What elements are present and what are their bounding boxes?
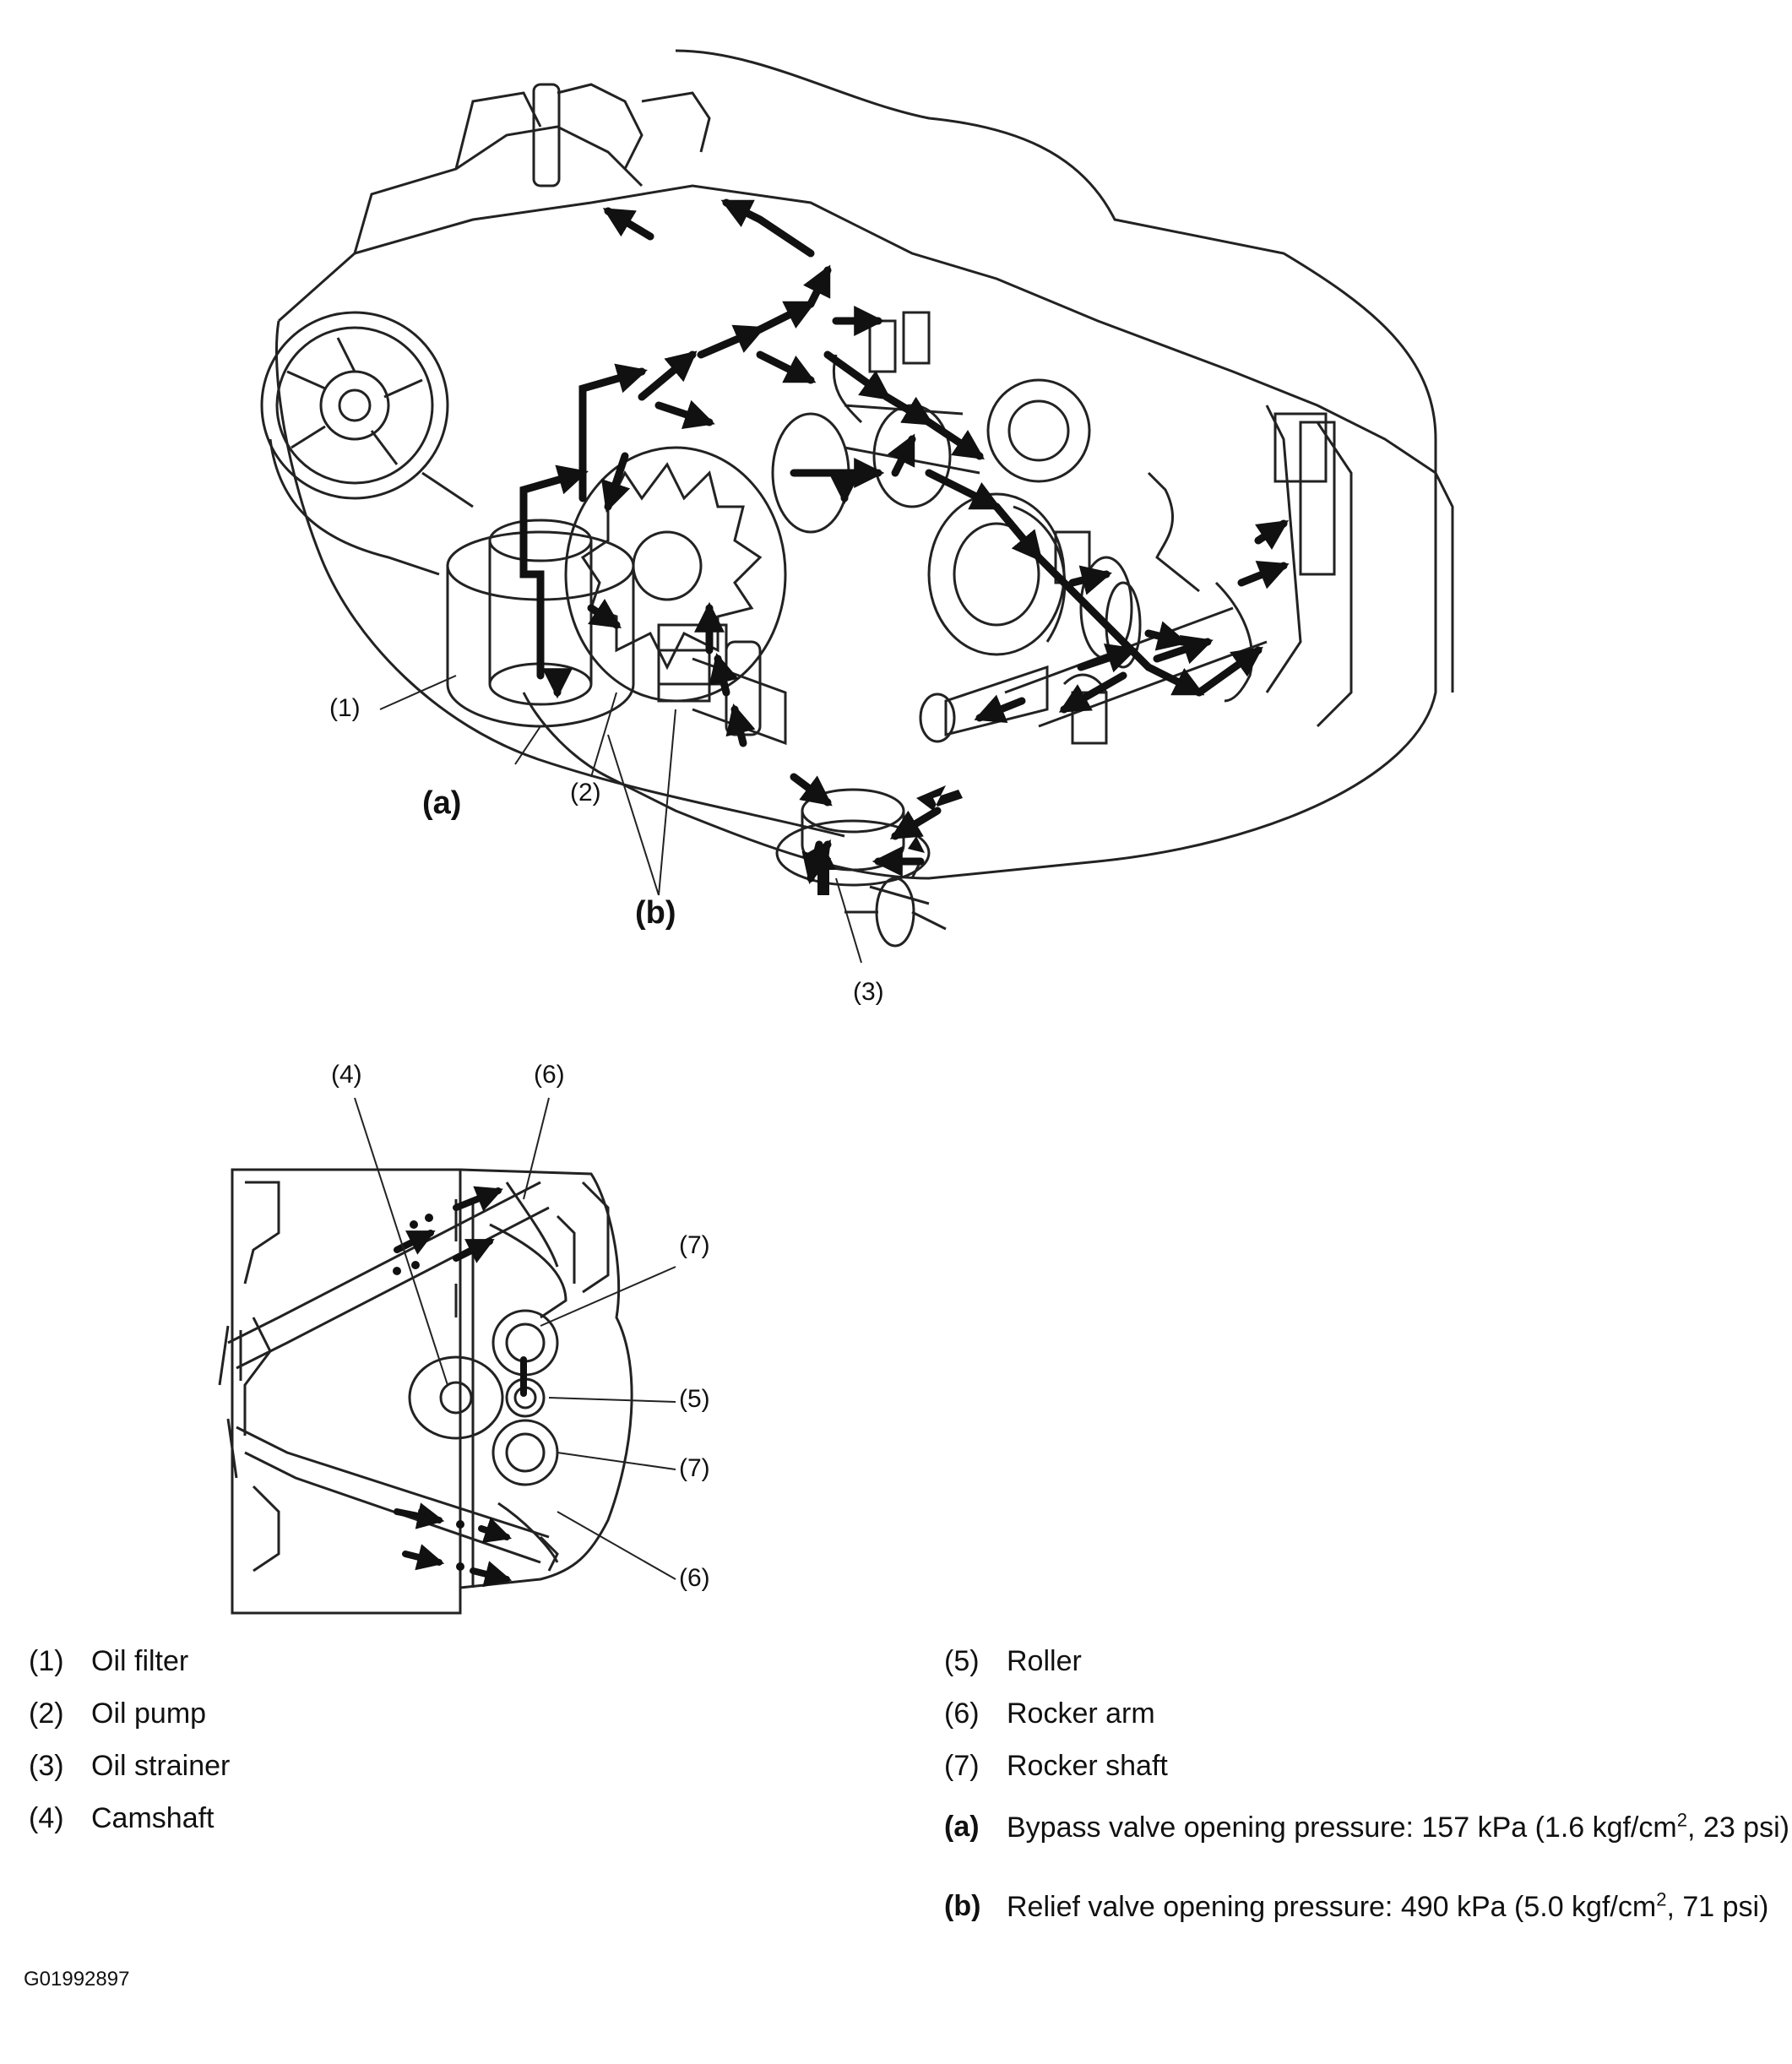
note-text-part2: , 71 psi) bbox=[1666, 1891, 1769, 1923]
legend-item-oil-pump: (2) Oil pump bbox=[29, 1697, 206, 1730]
legend-key: (3) bbox=[29, 1750, 64, 1782]
callout-7-top: (7) bbox=[679, 1231, 710, 1259]
legend-key: (6) bbox=[944, 1697, 980, 1730]
legend-item-oil-strainer: (3) Oil strainer bbox=[29, 1750, 230, 1783]
legend-item-rocker-shaft: (7) Rocker shaft bbox=[944, 1750, 1168, 1783]
callout-6-bottom: (6) bbox=[679, 1564, 710, 1592]
legend-key: (4) bbox=[29, 1802, 64, 1834]
note-text: Bypass valve opening pressure: 157 kPa (… bbox=[1007, 1811, 1792, 1844]
legend-label: Oil pump bbox=[91, 1697, 207, 1730]
oil-strainer bbox=[775, 788, 947, 948]
engine-lubrication-illustration bbox=[218, 49, 1454, 1615]
note-key: (a) bbox=[944, 1811, 980, 1843]
callout-4: (4) bbox=[331, 1061, 362, 1089]
legend-key: (1) bbox=[29, 1645, 64, 1677]
legend-label: Rocker arm bbox=[1007, 1697, 1155, 1730]
cross-section-leaders bbox=[354, 1097, 676, 1580]
legend-key: (7) bbox=[944, 1750, 980, 1782]
note-sup: 2 bbox=[1656, 1888, 1667, 1910]
timing-pulley bbox=[260, 311, 474, 576]
intake-arrows bbox=[811, 785, 963, 895]
callout-3: (3) bbox=[853, 978, 884, 1006]
legend-label: Oil filter bbox=[91, 1645, 189, 1677]
cross-section-oil-flow bbox=[394, 1186, 527, 1588]
oil-pump bbox=[564, 446, 787, 703]
legend-label: Camshaft bbox=[91, 1802, 214, 1834]
callout-7-bottom: (7) bbox=[679, 1454, 710, 1482]
relief-valve bbox=[657, 640, 787, 746]
legend-key: (2) bbox=[29, 1697, 64, 1730]
leader-lines bbox=[379, 675, 862, 964]
legend-item-roller: (5) Roller bbox=[944, 1645, 1082, 1678]
note-text-part1: Relief valve opening pressure: 490 kPa (… bbox=[1007, 1891, 1657, 1923]
callout-b: (b) bbox=[635, 895, 676, 931]
legend-label: Roller bbox=[1007, 1645, 1082, 1677]
legend-label: Oil strainer bbox=[91, 1750, 231, 1782]
figure-id: G01992897 bbox=[24, 1968, 130, 1991]
legend-key: (5) bbox=[944, 1645, 980, 1677]
note-sup: 2 bbox=[1676, 1809, 1688, 1831]
legend-item-rocker-arm: (6) Rocker arm bbox=[944, 1697, 1155, 1730]
legend-item-oil-filter: (1) Oil filter bbox=[29, 1645, 188, 1678]
right-rocker-assembly bbox=[919, 412, 1336, 745]
note-key: (b) bbox=[944, 1890, 981, 1922]
callout-6-top: (6) bbox=[534, 1061, 565, 1089]
cross-section-dots bbox=[393, 1214, 464, 1571]
note-text-part2: , 23 psi) bbox=[1687, 1811, 1789, 1844]
crank-and-pistons bbox=[771, 311, 1091, 656]
engine-block-outline bbox=[274, 49, 1454, 880]
note-text-part1: Bypass valve opening pressure: 157 kPa (… bbox=[1007, 1811, 1677, 1844]
callout-5: (5) bbox=[679, 1385, 710, 1413]
note-text: Relief valve opening pressure: 490 kPa (… bbox=[1007, 1890, 1792, 1924]
callout-a: (a) bbox=[422, 785, 462, 821]
oil-flow-paths bbox=[519, 198, 1290, 884]
callout-2: (2) bbox=[570, 779, 601, 807]
callout-1: (1) bbox=[329, 694, 361, 722]
legend-item-camshaft: (4) Camshaft bbox=[29, 1802, 214, 1835]
legend-label: Rocker shaft bbox=[1007, 1750, 1168, 1782]
